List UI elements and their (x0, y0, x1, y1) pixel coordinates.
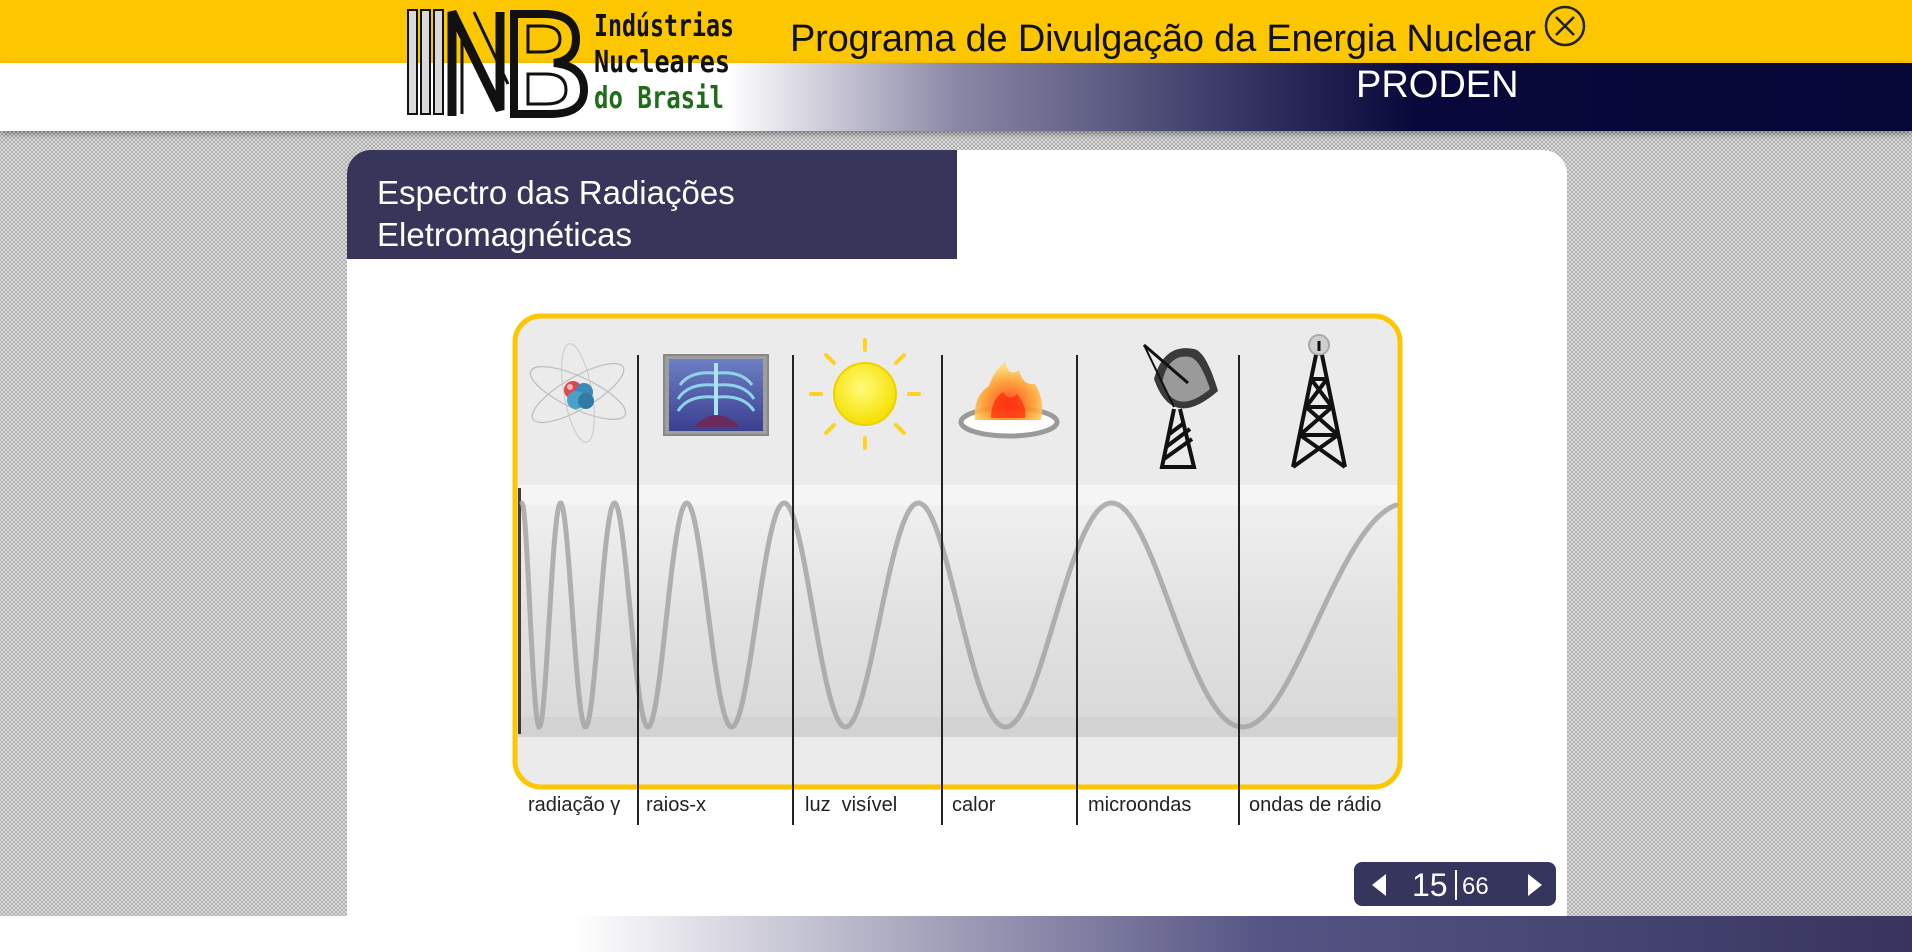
logo-line-3: do Brasil (594, 81, 724, 116)
inb-logo: Indústrias Nucleares do Brasil (407, 9, 734, 118)
close-icon[interactable] (1543, 4, 1587, 48)
program-acronym: PRODEN (1356, 64, 1519, 106)
band-divider (1238, 355, 1240, 825)
band-divider (792, 355, 794, 825)
label-gamma: radiação γ (528, 794, 621, 816)
label-radio-waves: ondas de rádio (1249, 794, 1382, 816)
label-visible-light: luz visível (805, 794, 898, 816)
label-xray: raios-x (646, 794, 707, 816)
program-title: Programa de Divulgação da Energia Nuclea… (790, 18, 1536, 60)
footer-bar (0, 916, 1912, 952)
current-page: 15 (1412, 867, 1448, 903)
slide-pager: 15 66 (1354, 862, 1556, 906)
next-slide-button[interactable] (1522, 872, 1548, 898)
slide-title: Espectro das Radiações Eletromagnéticas (377, 172, 735, 256)
inb-mark (407, 9, 589, 118)
slide-title-line-1: Espectro das Radiações (377, 174, 735, 211)
total-pages: 66 (1462, 873, 1489, 900)
fire-icon (958, 362, 1060, 439)
atom-icon (529, 343, 627, 443)
satellite-dish-icon (1143, 343, 1218, 469)
inb-wordmark: Indústrias Nucleares do Brasil (594, 9, 734, 116)
header-bar (0, 0, 1912, 63)
header-gradient-band (0, 63, 1912, 131)
slide-title-line-2: Eletromagnéticas (377, 216, 632, 253)
slide-title-box: Espectro das Radiações Eletromagnéticas (347, 150, 957, 259)
band-divider (1076, 355, 1078, 825)
label-heat: calor (952, 794, 996, 816)
sun-icon (809, 338, 921, 450)
xray-chest-icon (663, 354, 769, 436)
logo-line-1: Indústrias (594, 9, 734, 44)
logo-line-2: Nucleares (594, 45, 730, 80)
band-divider (637, 355, 639, 825)
electromagnetic-wave (519, 500, 1399, 731)
page-separator (1455, 870, 1457, 900)
prev-slide-button[interactable] (1366, 872, 1392, 898)
spectrum-diagram (512, 313, 1403, 790)
band-divider (941, 355, 943, 825)
radio-tower-icon (1291, 334, 1347, 469)
label-microwaves: microondas (1088, 794, 1192, 816)
